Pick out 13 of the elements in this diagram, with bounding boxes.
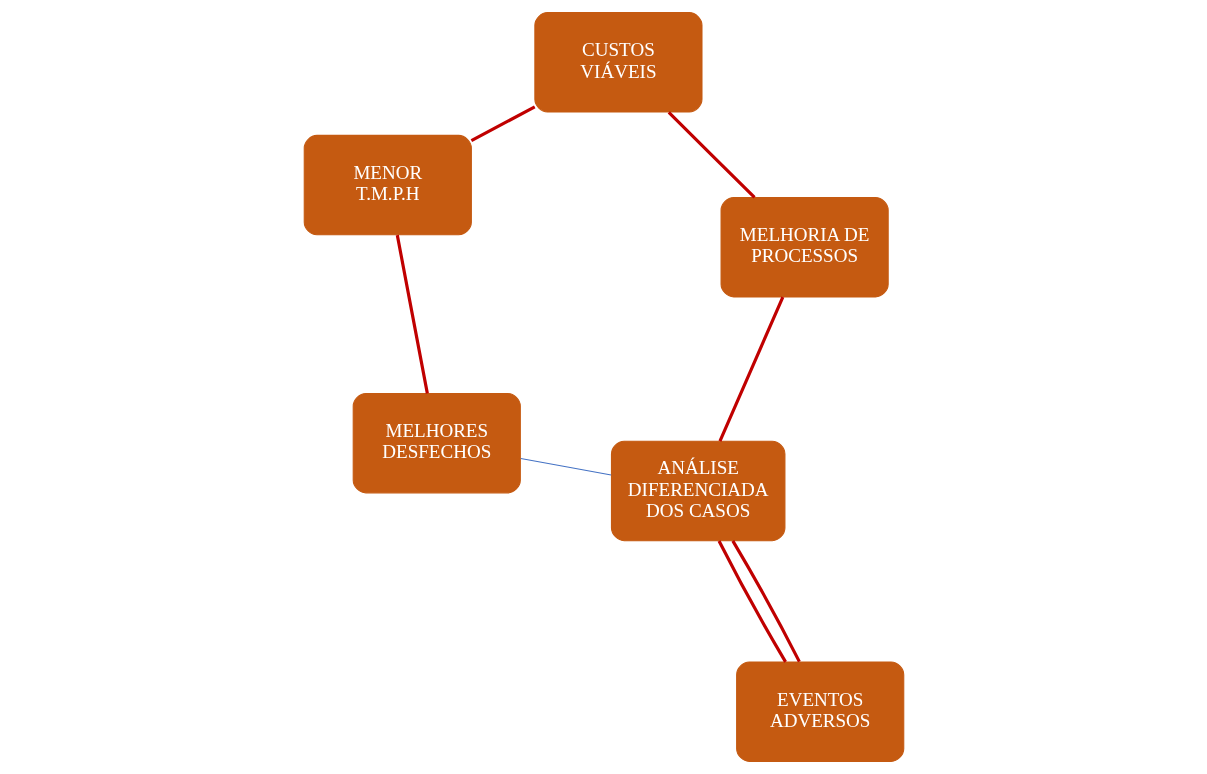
node-box: EVENTOS ADVERSOS (735, 661, 904, 762)
connector (717, 540, 787, 663)
node-box: MENOR T.M.P.H (303, 134, 472, 236)
connector (395, 234, 429, 394)
connector (718, 296, 784, 442)
connector (519, 458, 612, 476)
connector (470, 105, 535, 142)
node-box: MELHORES DESFECHOS (352, 392, 521, 494)
node-box: MELHORIA DE PROCESSOS (720, 196, 889, 298)
connector (730, 540, 801, 663)
connector (667, 111, 756, 199)
node-box: ANÁLISE DIFERENCIADA DOS CASOS (610, 440, 785, 542)
node-box: CUSTOS VIÁVEIS (533, 12, 702, 113)
